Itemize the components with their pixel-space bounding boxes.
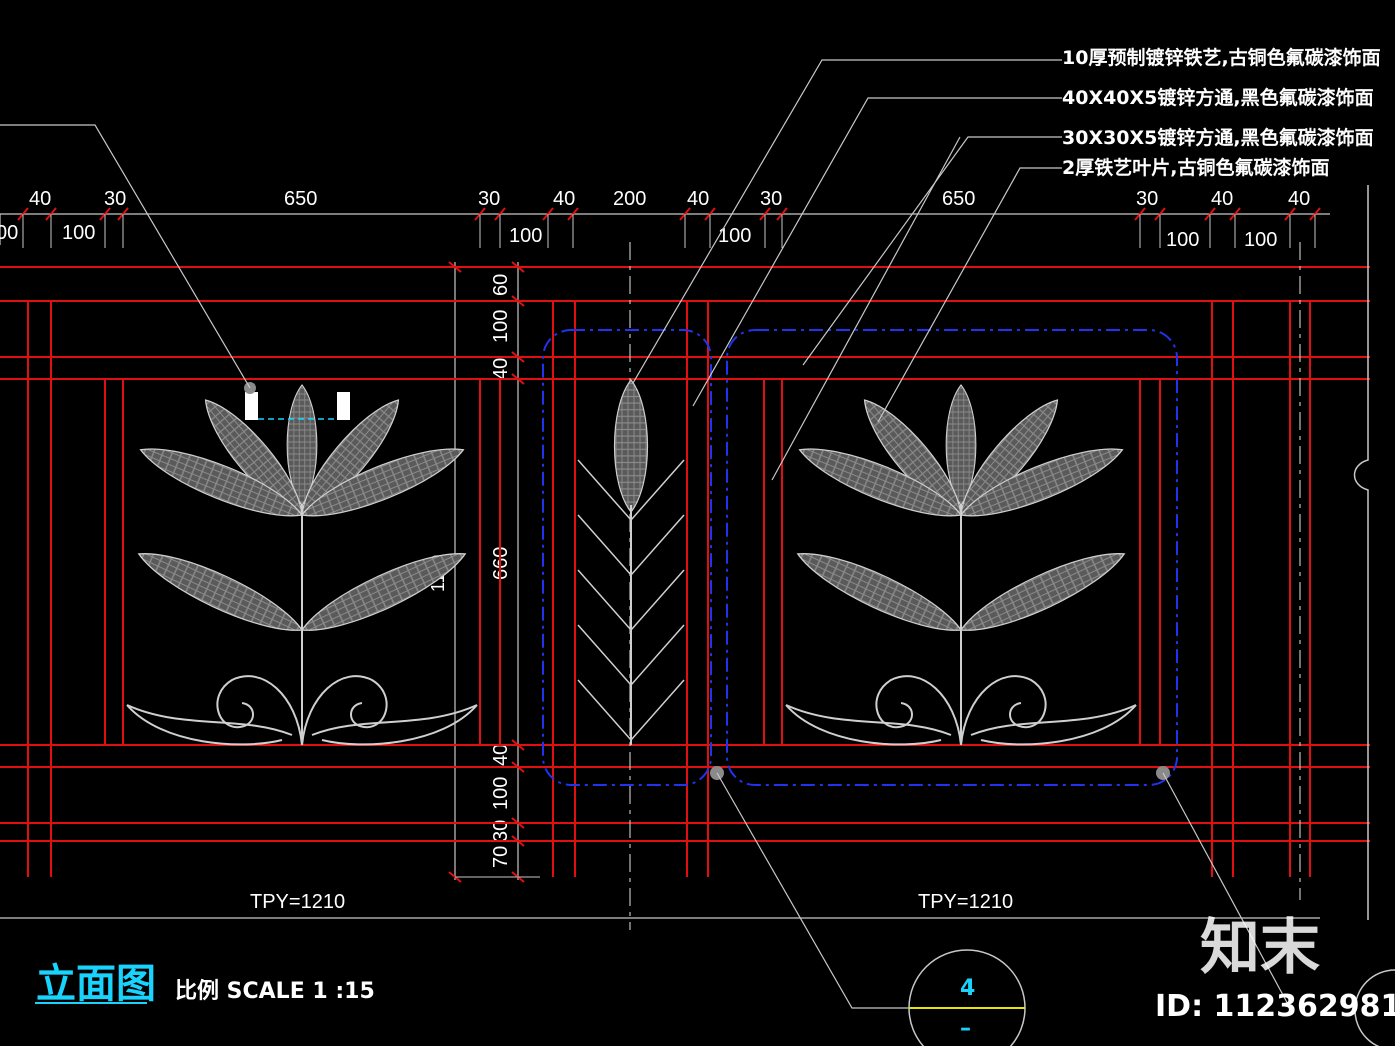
watermark-brand: 知末 bbox=[1200, 913, 1320, 983]
top-dimension-chain bbox=[0, 207, 1330, 248]
dim-label: 70 bbox=[490, 846, 512, 868]
dim-label: 200 bbox=[613, 188, 646, 210]
title-block: 立面图 比例 SCALE 1 :15 bbox=[35, 960, 375, 1007]
middle-leaf-panel bbox=[577, 379, 685, 745]
tpy-label-right: TPY=1210 bbox=[918, 891, 1013, 913]
right-leaf-panel bbox=[786, 385, 1136, 745]
dim-label: 40 bbox=[29, 188, 51, 210]
break-line bbox=[1353, 185, 1369, 920]
dim-label: 100 bbox=[490, 310, 512, 343]
dim-label: 100 bbox=[1244, 229, 1277, 251]
dim-label: 100 bbox=[62, 222, 95, 244]
tpy-label-left: TPY=1210 bbox=[250, 891, 345, 913]
scale-label: 比例 SCALE 1 :15 bbox=[175, 979, 375, 1004]
boundary-outlines bbox=[542, 329, 1178, 786]
dim-label: 40 bbox=[490, 358, 512, 380]
section-bubble: 4 – bbox=[908, 949, 1395, 1046]
watermark: 知末 ID: 1123629813 bbox=[1155, 913, 1395, 1024]
dim-label: 30 bbox=[1136, 188, 1158, 210]
vertical-dimension-chain bbox=[448, 261, 540, 883]
dim-label: 40 bbox=[687, 188, 709, 210]
dim-label: 100 bbox=[718, 225, 751, 247]
left-leaf-panel bbox=[127, 385, 477, 745]
dim-label: 40 bbox=[553, 188, 575, 210]
dim-label: 30 bbox=[478, 188, 500, 210]
note-leaf: 2厚铁艺叶片,古铜色氟碳漆饰面 bbox=[1062, 156, 1329, 179]
section-marks bbox=[244, 382, 1170, 780]
section-sub: – bbox=[960, 1016, 971, 1041]
dim-label: 30 bbox=[760, 188, 782, 210]
note-iron-art: 10厚预制镀锌铁艺,古铜色氟碳漆饰面 bbox=[1062, 46, 1381, 69]
drawing-title: 立面图 bbox=[36, 960, 156, 1007]
dim-label: 650 bbox=[284, 188, 317, 210]
dim-label: 30 bbox=[490, 820, 512, 842]
dim-label: 100 bbox=[509, 225, 542, 247]
note-40-tube: 40X40X5镀锌方通,黑色氟碳漆饰面 bbox=[1062, 86, 1374, 109]
dim-label: 30 bbox=[104, 188, 126, 210]
dim-label: 40 bbox=[490, 744, 512, 766]
railing-frame bbox=[0, 266, 1370, 877]
top-dimension-labels: 40 30 650 30 40 200 40 30 650 30 40 40 0… bbox=[0, 188, 1310, 251]
section-number: 4 bbox=[960, 976, 975, 1001]
dim-label: 40 bbox=[1211, 188, 1233, 210]
dim-label: 100 bbox=[490, 777, 512, 810]
dim-label: 60 bbox=[490, 274, 512, 296]
dim-label: 40 bbox=[1288, 188, 1310, 210]
watermark-id: ID: 1123629813 bbox=[1155, 989, 1395, 1024]
note-30-tube: 30X30X5镀锌方通,黑色氟碳漆饰面 bbox=[1062, 126, 1374, 149]
leader-lines bbox=[0, 59, 1291, 1009]
dim-label: 650 bbox=[942, 188, 975, 210]
dim-label: 100 bbox=[1166, 229, 1199, 251]
dim-label: 00 bbox=[0, 222, 18, 244]
material-notes: 10厚预制镀锌铁艺,古铜色氟碳漆饰面 40X40X5镀锌方通,黑色氟碳漆饰面 3… bbox=[1062, 46, 1381, 179]
